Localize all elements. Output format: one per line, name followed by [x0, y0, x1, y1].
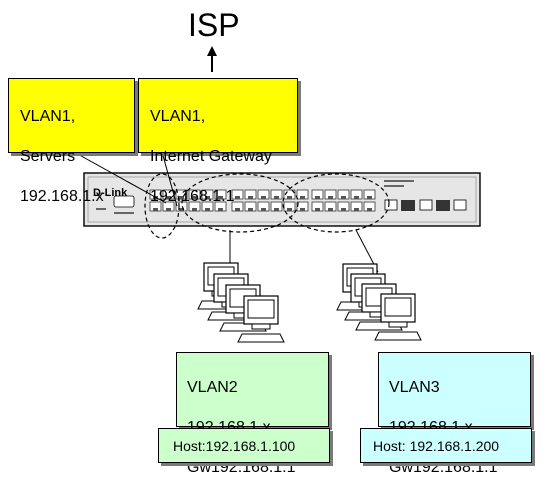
vlan2-gateway: Gw192.168.1.1 — [187, 459, 296, 476]
vlan3-box: VLAN3 192.168.1.x Gw192.168.1.1 — [378, 352, 531, 476]
switch-device — [83, 172, 481, 227]
isp-label: ISP — [188, 7, 240, 43]
vlan1-servers-title: VLAN1, — [20, 108, 76, 125]
vlan1-servers-role: Servers — [20, 148, 76, 165]
vlan3-gateway: Gw192.168.1.1 — [389, 459, 498, 476]
vlan1-servers-box: VLAN1, Servers 192.168.1.x — [8, 78, 135, 205]
servers-link — [73, 151, 167, 204]
vlan2-pc-group — [197, 262, 285, 343]
uplink-ports — [384, 199, 467, 211]
vlan1-gateway-ip: 192.168.1.1 — [150, 188, 235, 205]
vlan2-host-box: Host:192.168.1.100 — [158, 428, 330, 463]
vlan2-title: VLAN2 — [187, 379, 238, 396]
isp-arrow-head — [207, 46, 217, 56]
vlan2-box: VLAN2 192.168.1.x Gw192.168.1.1 — [176, 352, 329, 476]
vlan3-ellipse — [282, 173, 390, 233]
vlan2-host: Host:192.168.1.100 — [173, 438, 296, 454]
vlan1-gateway-box: VLAN1, Internet Gateway 192.168.1.1 — [138, 78, 298, 205]
vlan3-title: VLAN3 — [389, 379, 440, 396]
vlan3-host-box: Host: 192.168.1.200 — [360, 428, 532, 463]
network-diagram: D-Link — [73, 46, 481, 343]
gateway-link — [161, 151, 178, 207]
dlink-logo: D-Link — [93, 187, 128, 199]
vlan3-host: Host: 192.168.1.200 — [373, 438, 500, 454]
vlan2-ellipse — [181, 173, 299, 233]
vlan3-pc-group — [336, 263, 422, 341]
vlan1-ellipse — [144, 173, 180, 239]
vlan1-servers-ip: 192.168.1.x — [20, 188, 104, 205]
vlan1-gateway-role: Internet Gateway — [150, 148, 272, 165]
vlan1-gateway-title: VLAN1, — [150, 108, 206, 125]
